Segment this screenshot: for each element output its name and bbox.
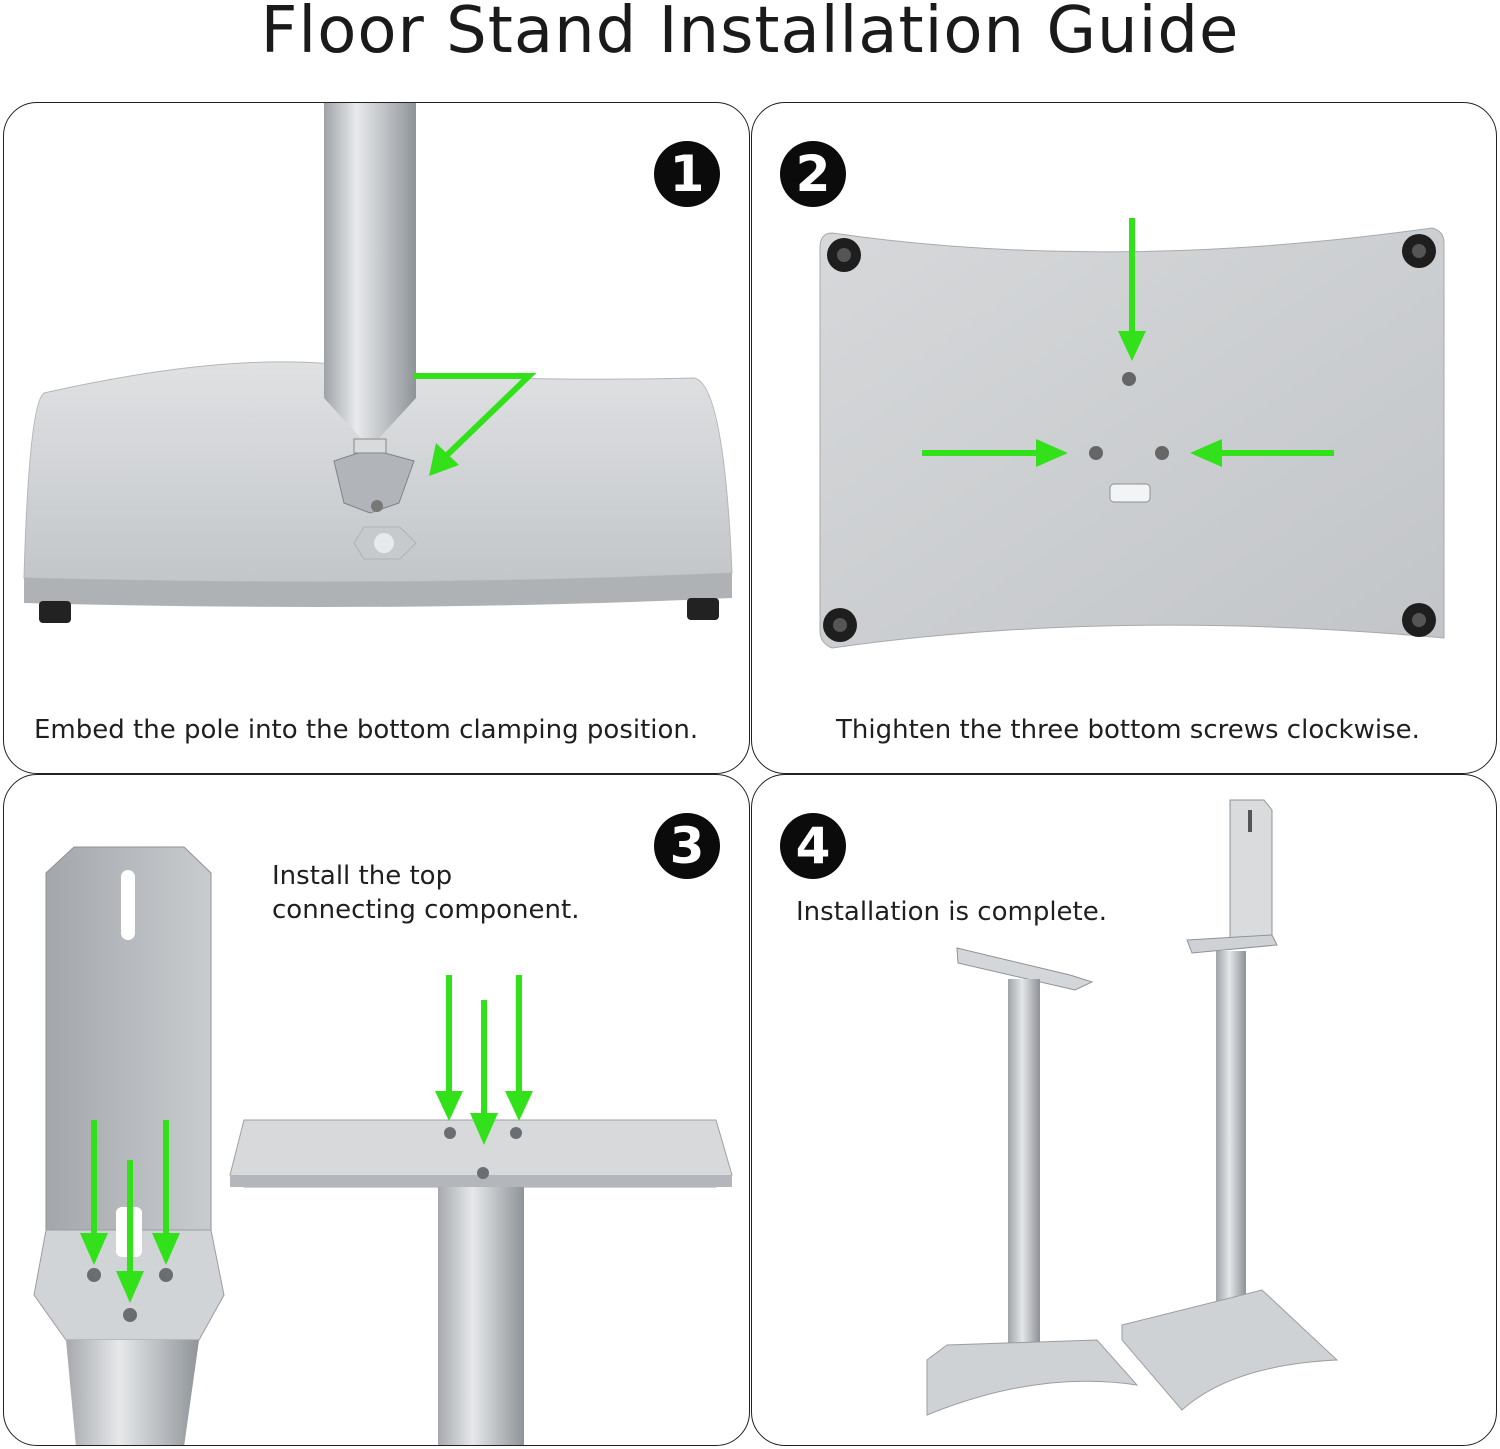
step-1-illustration bbox=[23, 103, 733, 623]
step-3-caption-line-1: Install the top bbox=[272, 861, 453, 891]
step-2-illustration bbox=[819, 218, 1445, 649]
step-4-caption: Installation is complete. bbox=[796, 897, 1108, 927]
step-1-caption: Embed the pole into the bottom clamping … bbox=[34, 715, 699, 745]
step-1-panel: 1 Embed the pole into the bottom clampin… bbox=[3, 102, 750, 774]
step-4-badge: 4 bbox=[780, 813, 846, 879]
step-4-panel: 4 Installation is complete. bbox=[751, 774, 1497, 1446]
step-3-illustration bbox=[33, 846, 733, 1445]
step-2-badge: 2 bbox=[780, 141, 846, 207]
page-title: Floor Stand Installation Guide bbox=[260, 0, 1240, 68]
step-2-caption: Thighten the three bottom screws clockwi… bbox=[836, 715, 1420, 745]
step-3-caption: Install the top connecting component. bbox=[272, 859, 579, 927]
step-3-caption-line-2: connecting component. bbox=[272, 895, 580, 925]
step-1-badge: 1 bbox=[654, 141, 720, 207]
step-3-badge: 3 bbox=[654, 813, 720, 879]
step-4-illustration bbox=[926, 799, 1339, 1416]
step-3-panel: 3 Install the top connecting component. bbox=[3, 774, 750, 1446]
step-2-panel: 2 Thighten the three bottom screws clock… bbox=[751, 102, 1497, 774]
